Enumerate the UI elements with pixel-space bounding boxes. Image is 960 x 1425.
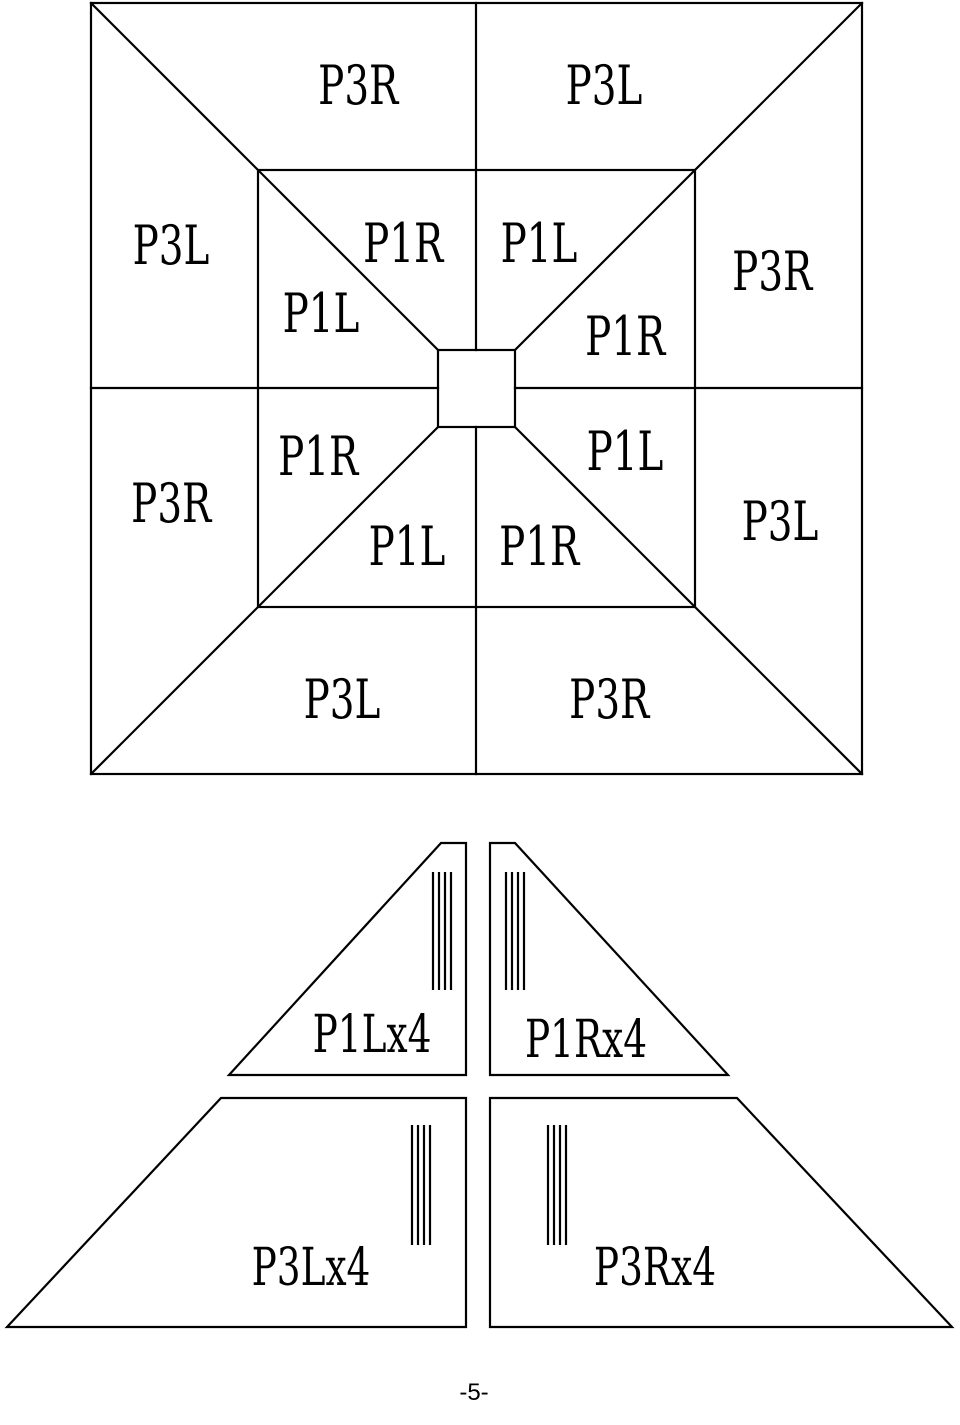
- label-right-lower: P3L: [742, 491, 819, 554]
- center-square: [436, 348, 517, 429]
- piece-p3r-shape: [488, 1096, 955, 1329]
- label-bottom-left: P3L: [304, 669, 381, 732]
- piece-p1l-label: P1Lx4: [313, 1004, 432, 1065]
- label-bottom-right: P3R: [569, 669, 650, 732]
- piece-p3r-label: P3Rx4: [594, 1237, 716, 1298]
- assembly-layout: P3R P3L P3L P3R P3R P3L P3L P3R P1R P1L …: [89, 1, 864, 776]
- label-inner-7: P1L: [369, 516, 446, 579]
- label-inner-4: P1R: [585, 306, 666, 369]
- label-inner-8: P1R: [499, 516, 580, 579]
- piece-p1l-shape: [226, 841, 468, 1077]
- diagonal-top-left: [89, 1, 440, 352]
- piece-p3l: P3Lx4: [4, 1096, 468, 1329]
- piece-p1r-label: P1Rx4: [525, 1009, 647, 1070]
- piece-p1r-shape: [488, 841, 731, 1077]
- label-top-right: P3L: [566, 55, 643, 118]
- piece-p1r: P1Rx4: [488, 841, 731, 1077]
- label-right-upper: P3R: [732, 241, 813, 304]
- label-left-upper: P3L: [133, 215, 210, 278]
- diagonal-top-right: [513, 1, 864, 352]
- label-top-left: P3R: [318, 55, 399, 118]
- piece-p3l-shape: [4, 1096, 468, 1329]
- label-inner-5: P1R: [278, 426, 359, 489]
- label-inner-1: P1R: [363, 213, 444, 276]
- piece-p3r: P3Rx4: [488, 1096, 955, 1329]
- page-number: -5-: [459, 1379, 488, 1406]
- diagonal-bottom-right: [513, 425, 864, 776]
- diagonal-bottom-left: [89, 425, 440, 776]
- label-inner-2: P1L: [283, 283, 360, 346]
- piece-p3l-label: P3Lx4: [252, 1237, 371, 1298]
- label-left-lower: P3R: [131, 473, 212, 536]
- label-inner-3: P1L: [501, 213, 578, 276]
- piece-p1l: P1Lx4: [226, 841, 468, 1077]
- label-inner-6: P1L: [587, 421, 664, 484]
